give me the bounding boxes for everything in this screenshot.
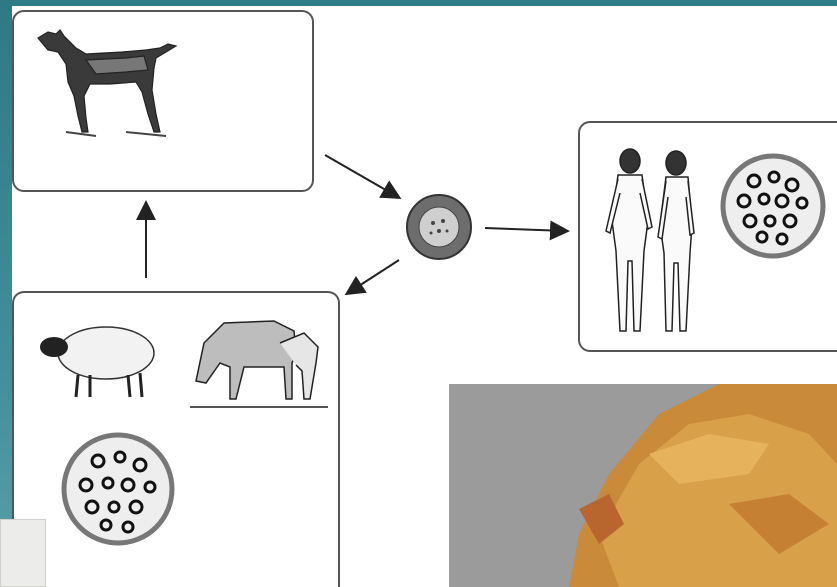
- corner-panel: [0, 519, 46, 587]
- arrow-egg-to-livestock: [348, 260, 399, 293]
- arrow-egg-to-human: [485, 228, 566, 231]
- specimen-photo: [449, 384, 837, 587]
- arrow-dog-to-egg: [325, 155, 398, 197]
